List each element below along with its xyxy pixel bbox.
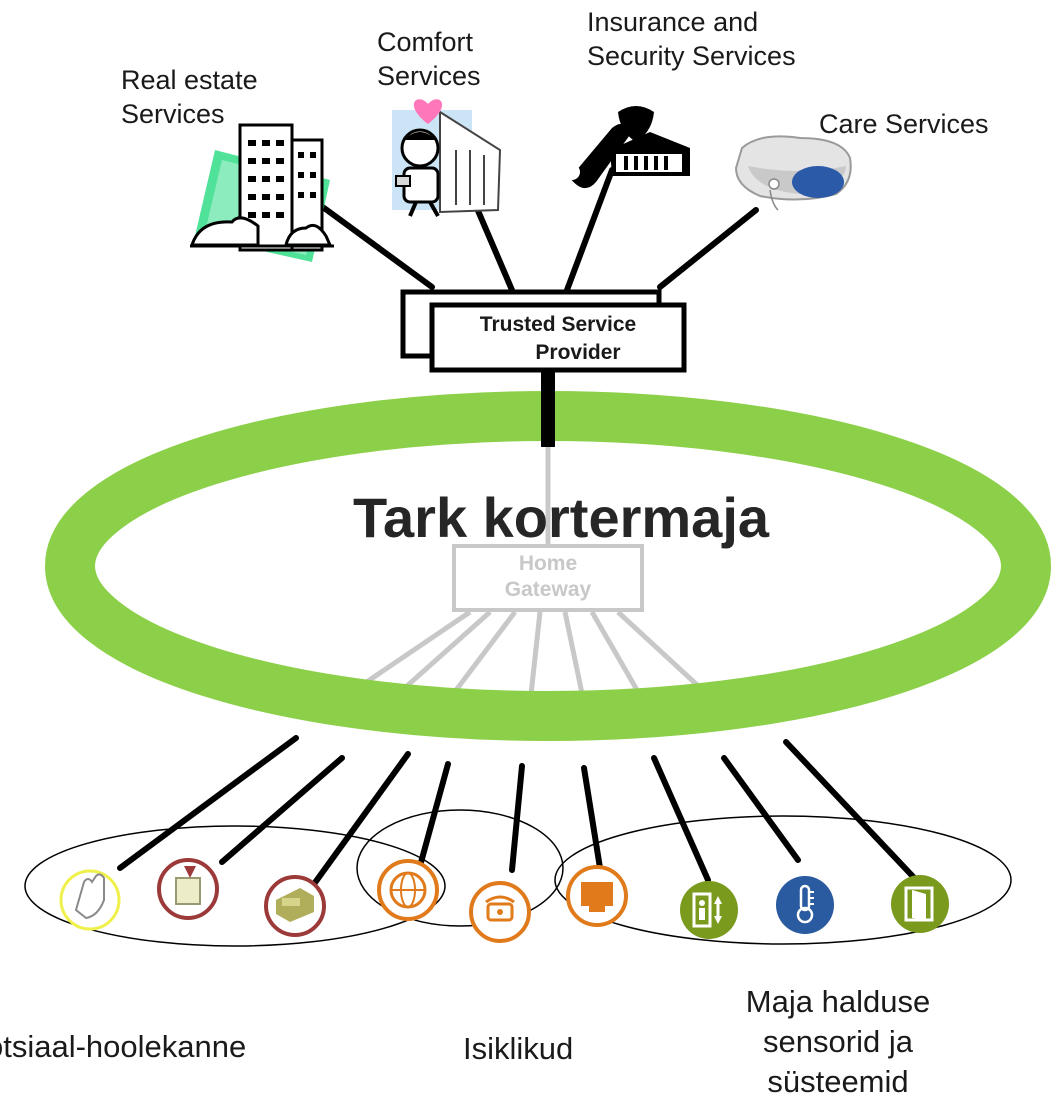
device-line-globe xyxy=(417,761,451,869)
appliance-icon xyxy=(264,875,326,937)
service-label-real-estate: Real estate Services xyxy=(121,65,258,129)
service-label-comfort: Comfort Services xyxy=(377,27,481,91)
device-lines xyxy=(117,735,923,887)
service-label-insurance: Insurance and Security Services xyxy=(587,7,796,71)
globe-icon xyxy=(377,859,439,921)
shield-key-house-icon xyxy=(564,106,690,189)
service-lines xyxy=(317,167,759,293)
help-alarm-device-icon xyxy=(734,135,852,211)
device-line-thermometer xyxy=(721,755,801,863)
thermometer-icon xyxy=(776,876,834,934)
service-line-real-estate xyxy=(317,202,435,290)
hand-icon xyxy=(59,869,121,931)
device-line-hand xyxy=(117,735,299,871)
tv-icon xyxy=(566,865,628,927)
group-label-building: Maja halduse sensorid ja süsteemid xyxy=(745,984,931,1099)
provider-uplink-line xyxy=(541,365,555,447)
device-line-appliance xyxy=(311,751,411,887)
device-line-meter xyxy=(219,755,345,865)
service-line-insurance xyxy=(564,167,615,293)
phone-icon xyxy=(469,881,531,943)
group-personal-ellipse xyxy=(356,809,564,927)
device-line-elevator xyxy=(651,755,711,883)
elevator-icon xyxy=(680,881,738,939)
door-icon xyxy=(891,875,949,933)
group-label-social: otsiaal-hoolekanne xyxy=(0,1029,247,1064)
device-line-phone xyxy=(509,763,525,873)
diagram-title: Tark kortermaja xyxy=(353,486,770,549)
meter-icon xyxy=(157,858,219,920)
office-building-icon xyxy=(189,123,334,262)
gateway-lines xyxy=(338,440,722,723)
service-label-care: Care Services xyxy=(819,109,989,139)
group-building-ellipse xyxy=(554,815,1012,945)
provider-front-box xyxy=(429,302,687,373)
group-social-ellipse xyxy=(24,825,446,947)
service-line-care xyxy=(657,207,759,290)
device-line-door xyxy=(783,739,923,887)
handyman-house-icon xyxy=(392,99,502,217)
group-label-personal: Isiklikud xyxy=(463,1031,574,1066)
device-line-tv xyxy=(581,765,603,871)
